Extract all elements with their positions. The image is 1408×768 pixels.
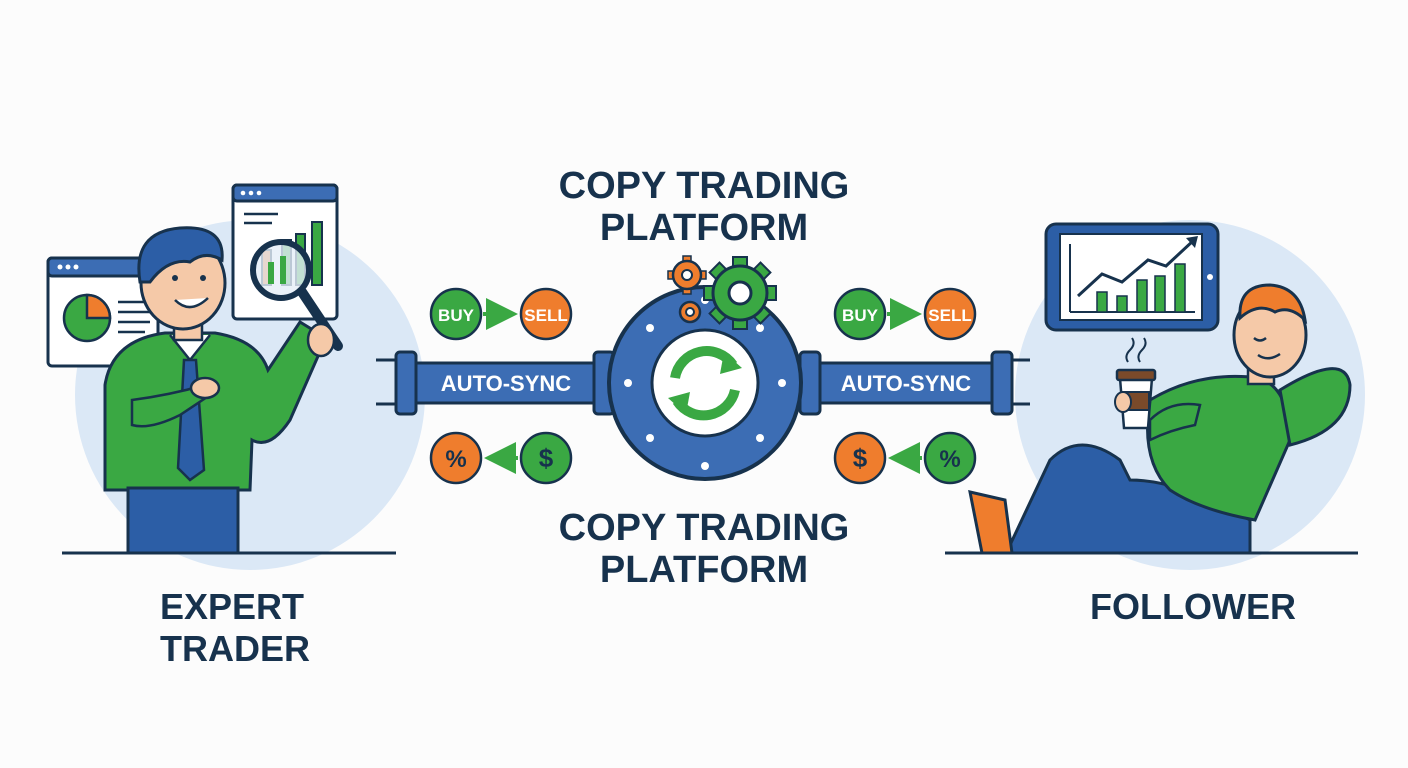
platform-title-top: COPY TRADING PLATFORM	[558, 165, 850, 249]
follower-illustration	[945, 220, 1365, 570]
right-buy-badge: BUY	[842, 306, 879, 325]
follower-shoe	[968, 490, 1014, 555]
gears-icon	[667, 255, 777, 330]
left-dollar-badge: $	[539, 443, 554, 473]
right-percent-badge: %	[939, 446, 960, 473]
left-buy-sell-flow: BUY SELL	[429, 287, 573, 341]
right-sell-badge: SELL	[928, 306, 971, 325]
expert-legs	[126, 486, 240, 555]
right-auto-sync-label: AUTO-SYNC	[841, 371, 971, 396]
left-auto-sync-label: AUTO-SYNC	[441, 371, 571, 396]
expert-hair	[137, 226, 224, 284]
tablet-chart-icon	[1044, 222, 1220, 332]
expert-trader-illustration	[46, 183, 425, 570]
right-dollar-percent-flow: $ %	[833, 431, 977, 485]
platform-title-bottom: COPY TRADING PLATFORM	[558, 507, 850, 591]
left-percent-badge: %	[445, 446, 466, 473]
coffee-cup-icon	[1114, 337, 1157, 430]
left-dollar-percent-flow: % $	[429, 431, 573, 485]
left-sell-badge: SELL	[524, 306, 567, 325]
sync-icon	[668, 346, 742, 421]
follower-hair	[1238, 283, 1308, 325]
right-dollar-badge: $	[853, 443, 868, 473]
left-buy-badge: BUY	[438, 306, 475, 325]
right-buy-sell-flow: BUY SELL	[833, 287, 977, 341]
expert-torso	[103, 319, 328, 492]
follower-label: FOLLOWER	[1090, 586, 1296, 627]
expert-trader-label: EXPERT TRADER	[160, 586, 310, 669]
auto-sync-pipe	[376, 350, 1030, 416]
platform-hub	[607, 285, 803, 481]
